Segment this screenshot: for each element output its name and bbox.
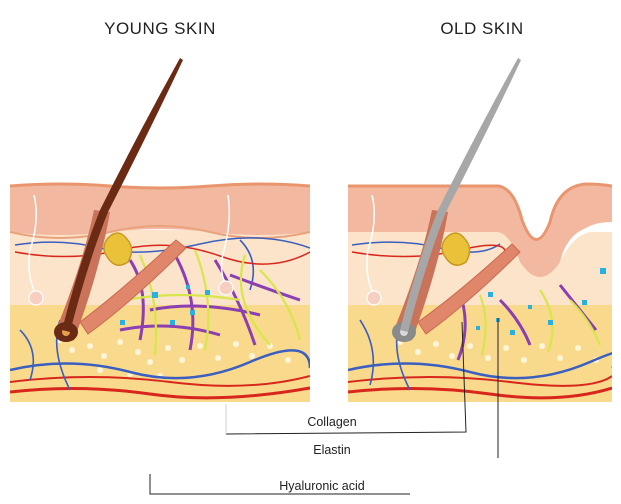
young-subcutis — [10, 300, 310, 402]
old-dermis — [348, 230, 612, 305]
old-skin-cross-section — [348, 184, 621, 402]
legend-hyaluronic-acid: Hyaluronic acid — [279, 479, 365, 493]
legend-collagen: Collagen — [307, 415, 356, 429]
old-subcutis — [348, 300, 612, 402]
young-skin-title: YOUNG SKIN — [104, 19, 216, 38]
legend-elastin: Elastin — [313, 443, 351, 457]
young-epidermis — [10, 184, 310, 235]
old-skin-title: OLD SKIN — [440, 19, 523, 38]
young-skin-cross-section — [10, 184, 310, 402]
